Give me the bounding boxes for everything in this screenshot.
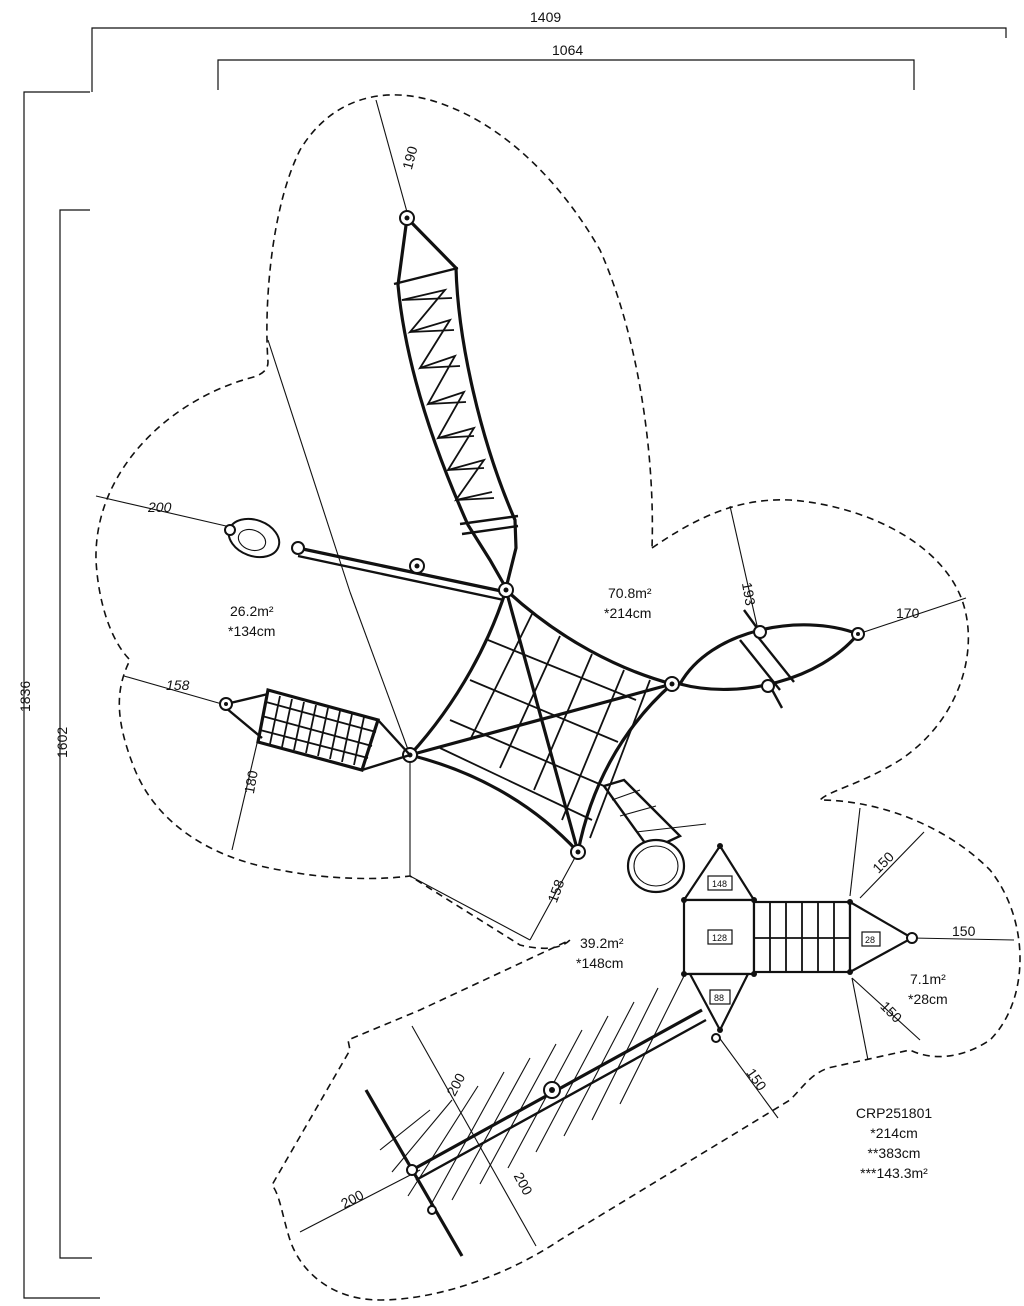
clearance-deck-top: 150 xyxy=(869,848,897,876)
boat-swing xyxy=(677,609,865,709)
clearance-lines xyxy=(95,99,1015,1247)
clearance-boat-top: 193 xyxy=(739,581,759,607)
deck-tower-posts xyxy=(681,843,853,1033)
overall-width-inner: 1064 xyxy=(552,42,583,58)
deck-tower: 148 128 88 28 xyxy=(681,843,918,1033)
swing-arm xyxy=(224,517,507,602)
clearance-slope-a: 200 xyxy=(443,1070,468,1098)
clearance-deck-bottom: 150 xyxy=(743,1065,770,1093)
clearance-deck-right: 150 xyxy=(952,923,976,939)
clearance-bridge-left-a: 158 xyxy=(166,677,190,693)
net-height-value: *214cm xyxy=(604,605,651,621)
deck-label-88: 88 xyxy=(714,993,724,1003)
product-free-height: *214cm xyxy=(870,1125,917,1141)
climbing-tower xyxy=(393,210,519,589)
sloped-beam xyxy=(364,975,721,1257)
left-height-value: *134cm xyxy=(228,623,275,639)
product-info: CRP251801 *214cm **383cm ***143.3m² xyxy=(856,1105,932,1181)
lower-area-value: 39.2m² xyxy=(580,935,624,951)
deck-label-128: 128 xyxy=(712,933,727,943)
clearance-boat-right: 170 xyxy=(896,605,920,621)
clearance-net-bottom: 158 xyxy=(544,877,567,905)
overall-width-outer: 1409 xyxy=(530,9,561,25)
left-area-value: 26.2m² xyxy=(230,603,274,619)
clearance-swing-left: 200 xyxy=(147,499,172,515)
deck-height-value: *28cm xyxy=(908,991,948,1007)
tunnel-tube xyxy=(602,778,686,894)
clearance-labels: 190 200 158 180 193 170 158 150 150 150 … xyxy=(147,144,976,1211)
overall-height-inner: 1602 xyxy=(54,727,70,758)
clearance-deck-bottom-right: 150 xyxy=(877,998,905,1026)
clearance-slope-b: 200 xyxy=(511,1170,536,1198)
product-total-height: **383cm xyxy=(868,1145,921,1161)
overall-dimensions: 1409 1064 1836 1602 xyxy=(17,9,1007,1299)
rope-bridge xyxy=(219,688,411,772)
product-code: CRP251801 xyxy=(856,1105,932,1121)
cargo-net xyxy=(402,582,680,860)
zone-labels: 70.8m² *214cm 26.2m² *134cm 39.2m² *148c… xyxy=(228,585,948,1007)
lower-height-value: *148cm xyxy=(576,955,623,971)
clearance-bridge-left-b: 180 xyxy=(241,769,261,795)
safety-zone-outline xyxy=(95,94,1021,1301)
overall-height-outer: 1836 xyxy=(17,681,33,712)
product-total-area: ***143.3m² xyxy=(860,1165,928,1181)
clearance-slope-c: 200 xyxy=(338,1186,366,1211)
clearance-tower-top: 190 xyxy=(399,144,421,171)
deck-label-148: 148 xyxy=(712,879,727,889)
deck-area-value: 7.1m² xyxy=(910,971,946,987)
deck-label-28: 28 xyxy=(865,935,875,945)
net-area-value: 70.8m² xyxy=(608,585,652,601)
